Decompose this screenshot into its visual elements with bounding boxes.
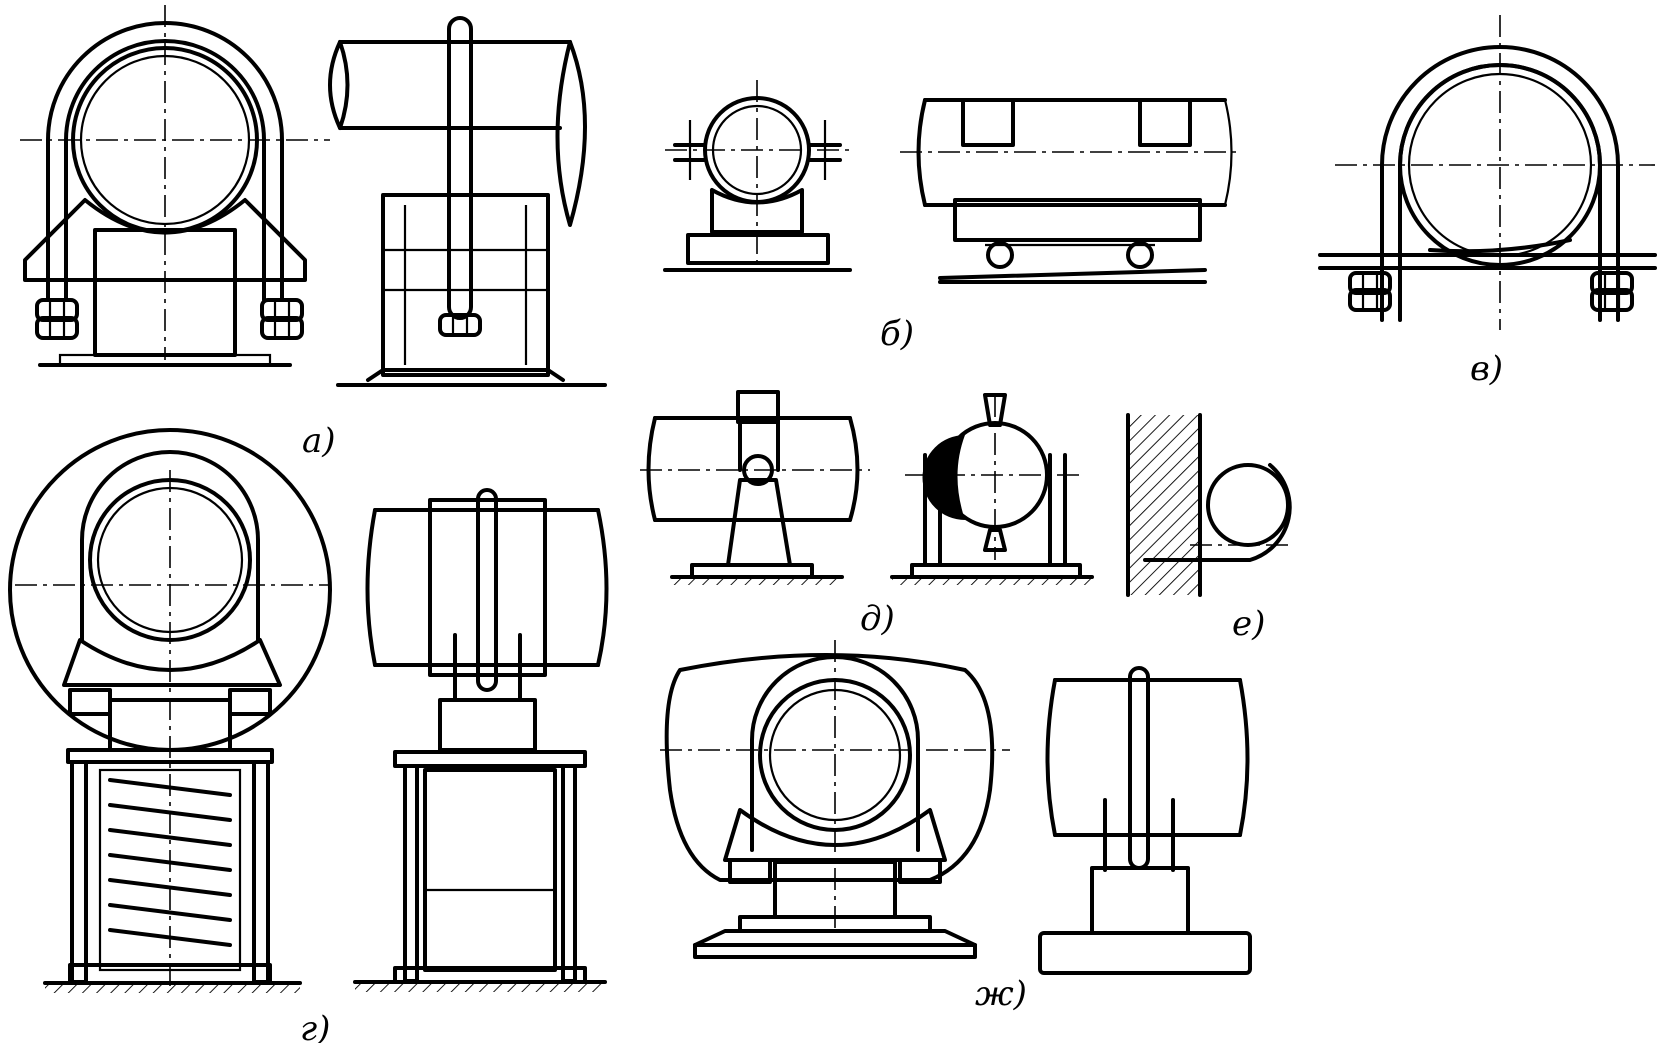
support-g-front-view — [8, 428, 332, 993]
support-a-side-view — [328, 16, 607, 387]
label-d: д) — [860, 599, 895, 639]
label-v: в) — [1470, 349, 1503, 389]
support-a-front-view — [20, 5, 330, 367]
label-zh: ж) — [975, 974, 1027, 1014]
support-zh-front-view — [660, 640, 1010, 959]
label-e: е) — [1232, 604, 1265, 644]
label-g: г) — [300, 1009, 330, 1043]
spring-coils — [108, 778, 232, 947]
label-b: б) — [880, 314, 914, 354]
label-a: а) — [302, 421, 336, 461]
support-e-wall-hook — [1126, 413, 1292, 597]
support-b-side-view — [900, 98, 1240, 284]
support-g-side-view — [353, 488, 609, 992]
support-b-front-view — [663, 80, 852, 272]
support-v-u-bolt — [1318, 15, 1657, 330]
support-d-side-view — [640, 390, 870, 585]
support-zh-side-view — [1038, 666, 1252, 975]
support-d-front-view — [890, 393, 1094, 585]
